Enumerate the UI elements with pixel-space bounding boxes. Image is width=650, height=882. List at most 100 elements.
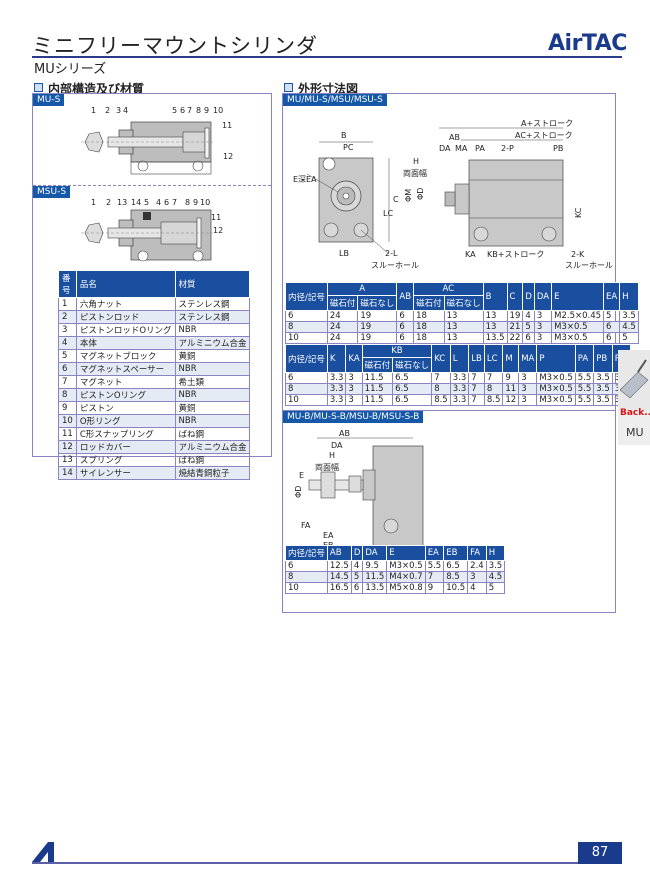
col-ea: EA [603,282,621,311]
column-header: 内径/記号 [285,545,328,561]
material-cell: 本体 [75,336,176,350]
material-cell: ピストンロッドOリング [75,323,176,337]
material-cell: ロッドカバー [75,440,176,454]
material-cell: 黄銅 [174,401,251,415]
material-cell: 11 [58,427,77,441]
dim2-cell: 6 [285,372,328,384]
dim1-cell: 8 [285,321,328,333]
dim2-cell: 3.3 [326,383,347,395]
svg-text:6: 6 [180,106,185,115]
material-cell: マグネットスペーサー [75,362,176,376]
svg-text:スルーホール: スルーホール [565,261,613,270]
airtac-logo: AirTAC [548,31,627,56]
dim3-cell: M4×0.7 [386,571,426,583]
col-a: A [326,282,398,296]
internal-structure-heading: 内部構造及び材質 [34,80,144,97]
dim3-cell: 6 [285,560,328,572]
material-cell: NBR [174,414,251,428]
col-p: P [536,344,576,373]
column-header: EA [424,545,445,561]
dim1-cell: 18 [413,321,445,333]
product-nav-tab[interactable]: Back... MU [618,350,650,445]
material-cell: アルミニウム合金 [174,440,251,454]
svg-text:EB: EB [323,541,334,548]
dim2-cell: 3.3 [449,372,470,384]
col-pa: PA [574,344,595,373]
material-cell: ピストン [75,401,176,415]
dim2-cell: 7 [468,372,485,384]
svg-text:4: 4 [123,106,128,115]
material-cell: 8 [58,388,77,402]
column-header: DA [362,545,388,561]
dim1-cell: 6 [603,332,621,344]
svg-text:E深EA: E深EA [293,175,317,184]
dim2-cell: 8.5 [431,394,451,406]
dim3-cell: 6 [350,582,364,594]
dim3-cell: 9.5 [362,560,388,572]
dim3-cell: 4 [467,582,487,594]
dim1-cell: 19 [357,321,398,333]
header-rule [32,56,622,58]
col-kc: KC [431,344,451,373]
col-h: H [619,282,639,311]
column-header: D [350,545,364,561]
dim1-cell: 3 [533,321,553,333]
material-cell: ばね鋼 [174,453,251,467]
back-link[interactable]: Back... [620,408,650,418]
dim3-cell: 10 [285,582,328,594]
dim2-cell: 3.3 [449,383,470,395]
svg-text:H: H [329,451,335,460]
dimensions-table-2-wrap: 内径/記号 K KA KB KC L LB LC M MA P PA PB PC… [285,344,632,406]
svg-text:E: E [299,471,304,480]
column-header: AB [326,545,352,561]
series-name: MUシリーズ [34,62,107,77]
material-cell: 3 [58,323,77,337]
material-cell: NBR [174,362,251,376]
dim1-cell: 19 [357,310,398,322]
col-a-no-magnet: 磁石なし [357,295,398,311]
dim1-cell: 6 [396,321,415,333]
dim3-cell: 12.5 [326,560,352,572]
dim3-cell: M5×0.8 [386,582,426,594]
svg-text:2-K: 2-K [571,250,585,259]
column-header: FA [467,545,487,561]
tag-mu-msu: MU/MU-S/MSU/MSU-S [283,94,387,106]
dim3-cell: 13.5 [362,582,388,594]
svg-text:EA: EA [323,531,334,540]
square-bullet-icon [284,83,293,92]
dim1-cell: 13 [482,321,508,333]
svg-text:FA: FA [301,521,311,530]
dim2-cell: 3 [345,394,363,406]
dim2-cell: 3 [518,372,538,384]
svg-text:PC: PC [343,143,354,152]
dim1-cell: 13.5 [482,332,508,344]
svg-text:AB: AB [339,429,350,438]
col-b: B [482,282,508,311]
dim1-cell: 13 [482,310,508,322]
col-ab: AB [396,282,415,311]
svg-text:9: 9 [204,106,209,115]
dim1-cell: 24 [326,332,359,344]
material-cell: 2 [58,310,77,324]
col-ac-magnet: 磁石付 [413,295,445,311]
dim2-cell: M3×0.5 [536,372,576,384]
svg-text:4: 4 [156,198,161,207]
material-cell: ピストンロッド [75,310,176,324]
dim2-cell: 9 [502,372,520,384]
col-e: E [551,282,605,311]
dim1-cell: 5 [522,321,535,333]
col-ka: KA [345,344,363,373]
col-l: L [449,344,470,373]
col-m: M [502,344,520,373]
dim1-cell: 6 [396,310,415,322]
